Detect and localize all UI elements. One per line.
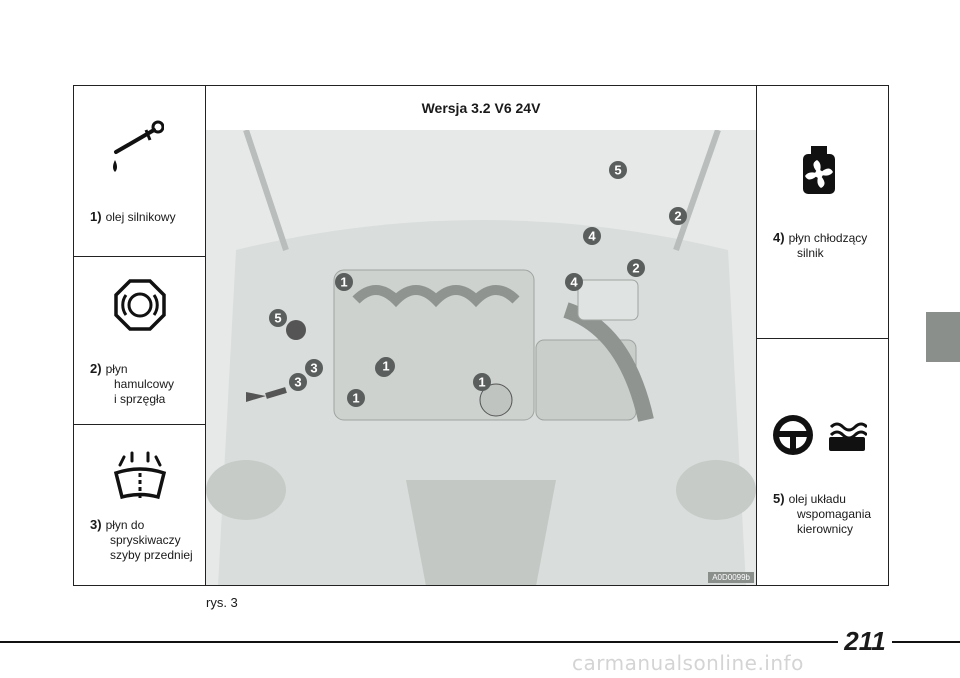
svg-text:3: 3 xyxy=(294,375,301,390)
left-legend-column: 1)olej silnikowy 2)płyn hamulcowy i sprz… xyxy=(74,86,206,585)
svg-text:3: 3 xyxy=(310,361,317,376)
callout-marker-3: 3 xyxy=(289,373,307,391)
callout-marker-1: 1 xyxy=(377,357,395,375)
figure-caption: rys. 3 xyxy=(206,595,238,610)
svg-text:2: 2 xyxy=(674,209,681,224)
footer-rule xyxy=(0,641,960,643)
figure-code: A0D0099b xyxy=(708,572,754,583)
legend-text: i sprzęgła xyxy=(114,392,166,406)
page-number-background xyxy=(838,626,892,656)
oil-dipstick-icon xyxy=(113,120,164,172)
engine-bay-photo: 1111122334455 A0D0099b xyxy=(206,130,756,585)
callout-marker-4: 4 xyxy=(565,273,583,291)
brake-fluid-icon xyxy=(114,279,166,331)
svg-text:4: 4 xyxy=(588,229,596,244)
legend-text: kierownicy xyxy=(797,522,854,536)
legend-text: szyby przedniej xyxy=(110,548,193,562)
legend-text: olej układu xyxy=(788,492,846,506)
legend-text: płyn chłodzący xyxy=(788,231,868,245)
steering-wheel-icon xyxy=(773,415,813,455)
legend-text: silnik xyxy=(797,246,824,260)
legend-text: płyn do xyxy=(105,518,145,532)
legend-item-3: 3)płyn do spryskiwaczy szyby przedniej xyxy=(74,424,205,587)
callout-marker-3: 3 xyxy=(305,359,323,377)
legend-number: 1) xyxy=(90,209,102,224)
coolant-fan-icon xyxy=(803,146,835,194)
legend-number: 5) xyxy=(773,491,785,506)
callout-marker-1: 1 xyxy=(335,273,353,291)
watermark: carmanualsonline.info xyxy=(572,651,804,675)
legend-item-5: 5)olej układu wspomagania kierownicy xyxy=(757,338,888,587)
figure-frame: 1)olej silnikowy 2)płyn hamulcowy i sprz… xyxy=(73,85,889,586)
svg-text:1: 1 xyxy=(478,375,485,390)
callout-marker-4: 4 xyxy=(583,227,601,245)
legend-text: hamulcowy xyxy=(114,377,175,391)
callout-marker-1: 1 xyxy=(473,373,491,391)
engine-bay-illustration: 1111122334455 xyxy=(206,130,756,585)
callout-marker-2: 2 xyxy=(627,259,645,277)
callout-marker-2: 2 xyxy=(669,207,687,225)
svg-text:4: 4 xyxy=(570,275,578,290)
svg-text:5: 5 xyxy=(614,163,621,178)
legend-text: spryskiwaczy xyxy=(110,533,181,547)
svg-text:2: 2 xyxy=(632,261,639,276)
legend-number: 4) xyxy=(773,230,785,245)
legend-text: płyn xyxy=(105,362,128,376)
legend-item-2: 2)płyn hamulcowy i sprzęgła xyxy=(74,256,205,424)
svg-text:1: 1 xyxy=(382,359,389,374)
legend-number: 3) xyxy=(90,517,102,532)
callout-marker-1: 1 xyxy=(347,389,365,407)
legend-text: olej silnikowy xyxy=(105,210,176,224)
svg-text:1: 1 xyxy=(352,391,359,406)
svg-text:1: 1 xyxy=(340,275,347,290)
legend-item-1: 1)olej silnikowy xyxy=(74,86,205,256)
legend-text: wspomagania xyxy=(797,507,872,521)
legend-item-4: 4)płyn chłodzący silnik xyxy=(757,86,888,338)
right-legend-column: 4)płyn chłodzący silnik 5)olej układu ws… xyxy=(756,86,888,585)
center-panel: Wersja 3.2 V6 24V 1111122334455 A0D0099b xyxy=(206,86,756,585)
windscreen-washer-icon xyxy=(113,451,167,500)
section-tab xyxy=(926,312,960,362)
power-steering-icon xyxy=(829,422,867,451)
callout-marker-5: 5 xyxy=(609,161,627,179)
page-number: 211 xyxy=(844,626,886,656)
callout-marker-5: 5 xyxy=(269,309,287,327)
figure-title: Wersja 3.2 V6 24V xyxy=(206,86,756,131)
svg-text:5: 5 xyxy=(274,311,281,326)
legend-number: 2) xyxy=(90,361,102,376)
